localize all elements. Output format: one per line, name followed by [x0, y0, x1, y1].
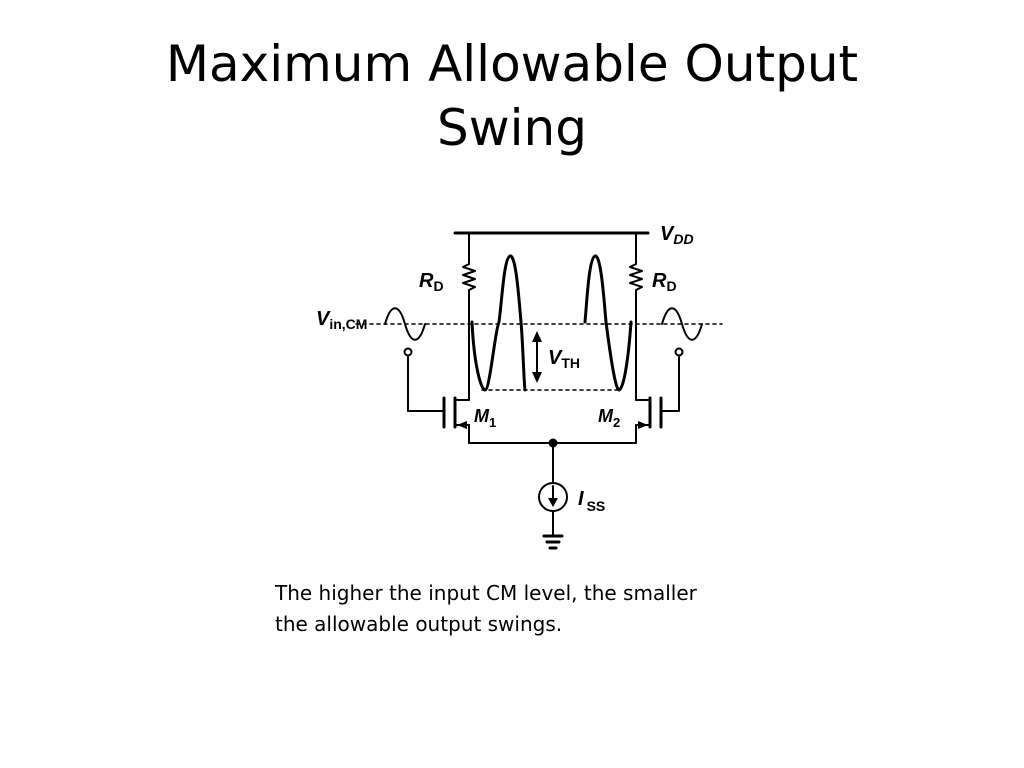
left-output-swing: [470, 254, 527, 392]
m1-label: M1: [474, 406, 496, 430]
caption-line-2: the allowable output swings.: [275, 612, 563, 636]
m1-gate-terminal: [403, 347, 413, 357]
slide-title: Maximum Allowable Output Swing: [0, 32, 1024, 160]
title-line-2: Swing: [437, 99, 587, 157]
rd-left-label: RD: [419, 270, 444, 294]
rd-right-label: RD: [652, 270, 677, 294]
m1-transistor: [442, 396, 470, 444]
m2-gate-terminal: [674, 347, 684, 357]
ground-symbol: [542, 534, 564, 550]
vin-cm-label: Vin,CM: [316, 308, 367, 332]
right-output-swing: [583, 254, 633, 392]
iss-arrow-head: [548, 498, 558, 507]
vth-arrow-down: [532, 372, 542, 383]
m2-gate-wire: [660, 356, 680, 412]
left-input-wave: [384, 307, 426, 341]
vdd-label: VDD: [660, 223, 694, 247]
vth-label: VTH: [548, 347, 580, 371]
vth-arrow-up: [532, 331, 542, 342]
m2-transistor: [635, 396, 663, 444]
title-line-1: Maximum Allowable Output: [165, 35, 859, 93]
m1-gate-wire: [407, 356, 445, 412]
m2-label: M2: [598, 406, 620, 430]
caption-line-1: The higher the input CM level, the small…: [275, 581, 697, 605]
slide-caption: The higher the input CM level, the small…: [275, 578, 815, 640]
right-input-wave: [661, 307, 703, 341]
left-rd-resistor: [462, 263, 476, 291]
right-rd-resistor: [629, 263, 643, 291]
